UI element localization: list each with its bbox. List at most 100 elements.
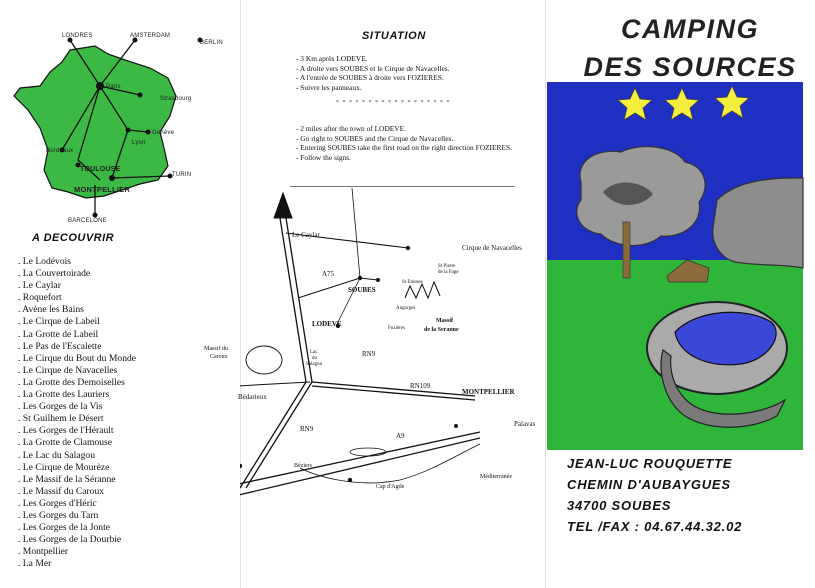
label-lac-1: Lac (310, 350, 318, 355)
middle-panel: SITUATION - 3 Km après LODEVE.- A droite… (204, 0, 545, 588)
discover-list: . Le Lodévois. La Couvertoirade. Le Cayl… (18, 256, 136, 570)
pool-water (674, 311, 777, 366)
directions-english: - 2 miles after the town of LODEVE.- Go … (296, 124, 516, 162)
divider (290, 186, 515, 187)
city-toulouse: TOULOUSE (80, 166, 121, 173)
list-item: . Les Gorges d'Héric (18, 497, 97, 509)
right-panel: CAMPING DES SOURCES JEAN-LUC ROUQUETTE C… (545, 0, 815, 588)
label-de-la-fage: de la Fage (438, 270, 459, 275)
rocks (712, 177, 804, 269)
label-mediterranee: Méditerranée (480, 474, 512, 480)
direction-line: - Follow the signs. (296, 152, 352, 162)
star-icon (664, 87, 700, 121)
direction-line: - 2 miles after the town of LODEVE. (296, 124, 407, 133)
star-icon (714, 85, 750, 119)
list-item: . Le Lac du Salagou (18, 449, 95, 461)
camping-title: CAMPING DES SOURCES (575, 10, 805, 86)
label-lodeve: LODEVE (312, 320, 342, 328)
list-item: . Les Gorges du Tarn (18, 509, 99, 521)
situation-heading: SITUATION (362, 30, 426, 42)
campsite-illustration (547, 82, 804, 450)
label-a9: A9 (396, 432, 405, 440)
list-item: . La Grotte des Lauriers (18, 389, 110, 401)
label-montpellier: MONTPELLIER (462, 388, 515, 396)
label-lac-2: du (312, 356, 317, 361)
label-massif-seranne-2: de la Seranne (424, 327, 459, 333)
label-arboras: Angorges (396, 306, 416, 311)
label-st-pierre: St Pierre (438, 264, 456, 269)
star-rating (617, 85, 750, 121)
label-rn9-north: RN9 (362, 350, 376, 358)
label-massif-caroux-2: Caroux (210, 354, 228, 360)
title-line-2: DES SOURCES (583, 52, 797, 82)
list-item: . La Grotte de Clamouse (18, 437, 113, 449)
label-navacelles: Cirque de Navacelles (462, 244, 522, 252)
label-palavas: Palavas (514, 420, 536, 428)
label-massif-caroux-1: Massif du (204, 346, 228, 352)
label-st-etienne: St Etienne (402, 280, 423, 285)
city-paris: Paris (106, 84, 121, 90)
direction-line: - Go right to SOUBES and the Cirque de N… (296, 133, 454, 143)
list-item: . Le Cirque de Labeil (18, 316, 100, 328)
list-item: . Le Cirque du Bout du Monde (18, 352, 137, 364)
directions-french: - 3 Km après LODEVE.- A droite vers SOUB… (296, 54, 516, 92)
label-lac-3: Salagou (306, 362, 323, 367)
list-item: . St Guilhem le Désert (18, 413, 104, 425)
fold-line (545, 0, 546, 588)
city-barcelona: BARCELONE (68, 218, 107, 224)
directions-separator: * * * * * * * * * * * * * * * * * * (336, 100, 451, 106)
city-berlin: BERLIN (200, 40, 223, 46)
label-rn9-south: RN9 (300, 425, 314, 433)
list-item: . Roquefort (18, 292, 62, 304)
direction-line: - A l'entrée de SOUBES à droite vers FOZ… (296, 73, 444, 83)
city-montpellier: MONTPELLIER (74, 185, 130, 194)
list-item: . Avène les Bains (18, 304, 84, 316)
france-map (13, 37, 203, 218)
city-amsterdam: AMSTERDAM (130, 33, 171, 39)
postcode-city: 34700 SOUBES (567, 498, 672, 513)
discover-heading: A DECOUVRIR (32, 232, 115, 244)
star-icon (617, 87, 653, 121)
fold-line (240, 0, 241, 588)
list-item: . Le Massif de la Séranne (18, 473, 116, 485)
list-item: . La Mer (18, 558, 52, 570)
list-item: . La Couvertoirade (18, 268, 91, 280)
list-item: . La Grotte de Labeil (18, 328, 99, 340)
list-item: . Le Caylar (18, 280, 61, 292)
direction-line: - Entering SOUBES take the first road on… (296, 143, 512, 153)
label-bedarieux: Bédarieux (238, 393, 267, 401)
phone-fax: TEL /FAX : 04.67.44.32.02 (567, 519, 743, 534)
address-line: CHEMIN D'AUBAYGUES (567, 477, 731, 492)
france-outline (13, 45, 177, 199)
title-line-1: CAMPING (621, 14, 759, 44)
list-item: . La Grotte des Demoiselles (18, 376, 125, 388)
list-item: . Le Lodévois (18, 256, 72, 267)
list-item: . Les Gorges de l'Hérault (18, 425, 114, 437)
list-item: . Le Massif du Caroux (18, 485, 105, 497)
tree-trunk (622, 221, 631, 279)
label-soubes: SOUBES (348, 286, 376, 294)
city-geneva: Genève (152, 130, 175, 136)
city-bordeaux: Bordeaux (46, 148, 74, 154)
contact-block: JEAN-LUC ROUQUETTE CHEMIN D'AUBAYGUES 34… (567, 453, 742, 537)
label-le-caylar: Le Caylar (292, 231, 320, 239)
list-item: . Les Gorges de la Jonte (18, 522, 111, 534)
owner-name: JEAN-LUC ROUQUETTE (567, 456, 733, 471)
city-turin: TURIN (172, 172, 192, 178)
stone-wall (660, 348, 787, 428)
list-item: . Montpellier (18, 546, 69, 558)
list-item: . Les Gorges de la Dourbie (18, 534, 122, 546)
city-london: LONDRES (62, 33, 93, 39)
list-item: . Le Cirque de Mourèze (18, 461, 110, 473)
direction-line: - A droite vers SOUBES et le Cirque de N… (296, 63, 450, 73)
label-massif-seranne-1: Massif (436, 318, 453, 324)
list-item: . Les Gorges de la Vis (18, 401, 103, 413)
region-map (240, 188, 481, 496)
left-panel: LONDRES AMSTERDAM BERLIN Paris Strasbour… (0, 0, 240, 588)
direction-line: - Suivre les panneaux. (296, 82, 362, 92)
list-item: . Le Cirque de Navacelles (18, 364, 118, 376)
tree-shade (603, 182, 653, 205)
label-rn109: RN109 (410, 382, 431, 390)
city-strasbourg: Strasbourg (160, 96, 192, 102)
direction-line: - 3 Km après LODEVE. (296, 54, 368, 63)
